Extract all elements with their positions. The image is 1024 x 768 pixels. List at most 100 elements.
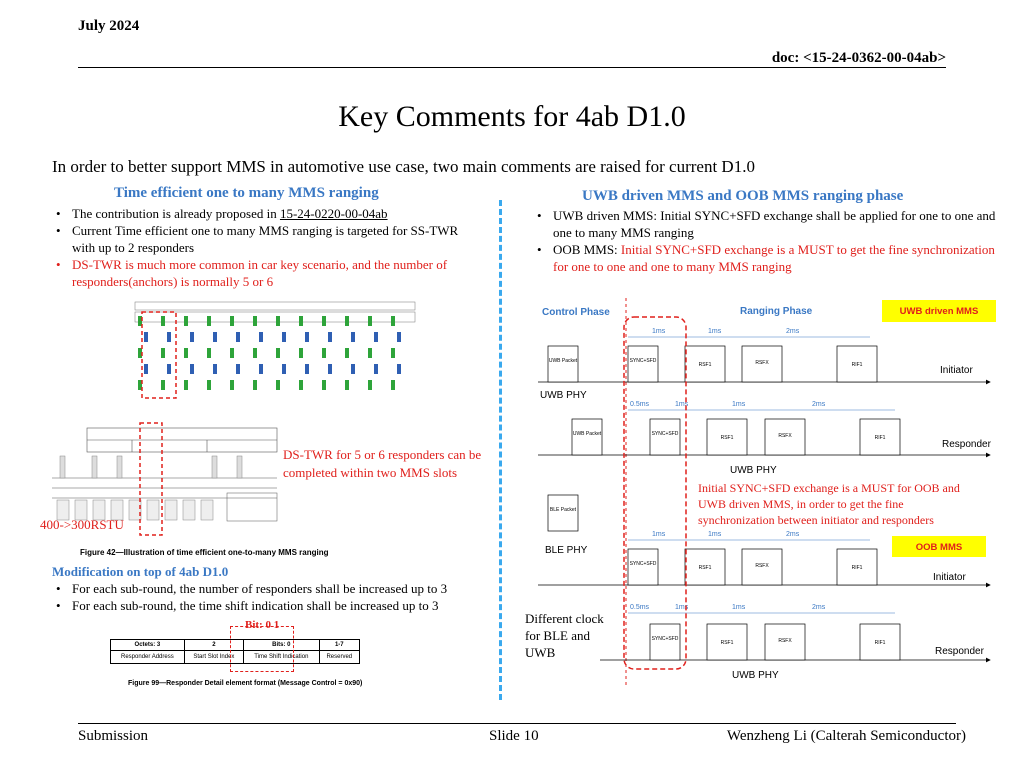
uwb-phy-label-3: UWB PHY xyxy=(732,670,779,681)
rstu-note: 400->300RSTU xyxy=(40,517,124,532)
svg-text:RIF1: RIF1 xyxy=(875,640,886,646)
slot-bar xyxy=(253,316,257,326)
grid-cell xyxy=(182,499,196,521)
slot-bar xyxy=(328,364,332,374)
slot-bar xyxy=(213,364,217,374)
slot-grid xyxy=(56,499,214,521)
contribution-link[interactable]: 15-24-0220-00-04ab xyxy=(279,206,388,221)
mms-slot-figure xyxy=(134,301,416,399)
slot-bar xyxy=(161,316,165,326)
slot-bar xyxy=(391,380,395,390)
slot-bar xyxy=(276,380,280,390)
ble-phy-label: BLE PHY xyxy=(545,545,588,556)
svg-text:RSFX: RSFX xyxy=(778,433,792,439)
oob-responder-row: 0.5ms 1ms 1ms 2ms SYNC+SFD RSF1 RSFX RIF… xyxy=(600,604,991,663)
slot-bar xyxy=(391,348,395,358)
mod-bullet-1: For each sub-round, the number of respon… xyxy=(52,580,492,597)
slot-bar xyxy=(305,332,309,342)
svg-text:RSF1: RSF1 xyxy=(699,565,712,571)
uwb-driven-responder-row: 0.5ms 1ms 1ms 2ms UWB Packet SYNC+SFD RS… xyxy=(538,401,992,458)
slot-bar xyxy=(161,380,165,390)
svg-text:SYNC+SFD: SYNC+SFD xyxy=(652,636,679,642)
slot-bar xyxy=(161,348,165,358)
ranging-round-figure xyxy=(52,422,278,536)
svg-text:1ms: 1ms xyxy=(708,531,722,538)
slot-bar xyxy=(236,364,240,374)
svg-text:2ms: 2ms xyxy=(812,604,826,611)
footer-slide-number: Slide 10 xyxy=(489,728,539,744)
svg-text:2ms: 2ms xyxy=(786,328,800,335)
slot-bar xyxy=(213,332,217,342)
slot-bar xyxy=(391,316,395,326)
slot-bar xyxy=(322,316,326,326)
slot-bar xyxy=(368,380,372,390)
slot-bar xyxy=(207,316,211,326)
slot-bar xyxy=(368,348,372,358)
slot-bar xyxy=(190,364,194,374)
svg-text:1ms: 1ms xyxy=(708,328,722,335)
slot-bar xyxy=(374,364,378,374)
initiator-label-2: Initiator xyxy=(933,572,966,583)
slot-bar xyxy=(253,348,257,358)
intro-text: In order to better support MMS in automo… xyxy=(52,157,755,176)
slot-bar xyxy=(374,332,378,342)
figure-99-caption: Figure 99—Responder Detail element forma… xyxy=(128,680,363,687)
uwb-driven-badge xyxy=(882,300,996,322)
svg-text:RSF1: RSF1 xyxy=(699,362,712,368)
svg-text:RSFX: RSFX xyxy=(778,638,792,644)
mod-bullet-2: For each sub-round, the time shift indic… xyxy=(52,597,492,614)
initiator-label: Initiator xyxy=(940,365,973,376)
period-header xyxy=(134,301,416,323)
svg-text:BLE Packet: BLE Packet xyxy=(550,507,577,513)
svg-text:2ms: 2ms xyxy=(786,531,800,538)
svg-text:RIF1: RIF1 xyxy=(875,435,886,441)
svg-text:RSFX: RSFX xyxy=(755,360,769,366)
oob-initiator-row: 1ms 1ms 2ms SYNC+SFD RSF1 RSFX RIF1 Init… xyxy=(538,531,991,588)
modification-heading: Modification on top of 4ab D1.0 xyxy=(52,564,229,579)
slot-bar xyxy=(259,364,263,374)
slot-bar xyxy=(345,348,349,358)
svg-text:UWB Packet: UWB Packet xyxy=(549,358,578,364)
column-divider xyxy=(499,200,502,700)
slot-bar xyxy=(253,380,257,390)
slot-bar xyxy=(207,380,211,390)
slot-bars xyxy=(138,316,401,390)
slot-bar xyxy=(144,364,148,374)
slot-bar xyxy=(144,332,148,342)
highlight-box xyxy=(141,311,177,399)
slot-bar xyxy=(299,348,303,358)
svg-text:0.5ms: 0.5ms xyxy=(630,604,650,611)
highlight-box-2 xyxy=(139,422,163,536)
slot-bar xyxy=(305,364,309,374)
svg-text:SYNC+SFD: SYNC+SFD xyxy=(652,431,679,437)
svg-text:UWB Packet: UWB Packet xyxy=(573,431,602,437)
svg-text:RSF1: RSF1 xyxy=(721,640,734,646)
grid-cell xyxy=(56,499,70,521)
control-phase-label: Control Phase xyxy=(542,307,610,318)
slot-bar xyxy=(184,380,188,390)
grid-cell xyxy=(146,499,160,521)
footer-submission: Submission xyxy=(78,728,149,744)
slot-bar xyxy=(282,364,286,374)
slot-bar xyxy=(236,332,240,342)
slot-bar xyxy=(299,380,303,390)
header-date: July 2024 xyxy=(78,18,140,34)
responder-label-2: Responder xyxy=(935,646,985,657)
svg-text:RIF1: RIF1 xyxy=(852,565,863,571)
right-bullets: UWB driven MMS: Initial SYNC+SFD exchang… xyxy=(533,207,1003,275)
svg-text:2ms: 2ms xyxy=(812,401,826,408)
slot-bar xyxy=(230,316,234,326)
grid-cell xyxy=(110,499,124,521)
slot-bar xyxy=(322,348,326,358)
slot-bar xyxy=(207,348,211,358)
slot-bar xyxy=(138,380,142,390)
slot-bar xyxy=(276,316,280,326)
uwb-phy-label-2: UWB PHY xyxy=(730,465,777,476)
svg-text:1ms: 1ms xyxy=(652,531,666,538)
slot-bar xyxy=(282,332,286,342)
responder-label: Responder xyxy=(942,439,992,450)
slot-bar xyxy=(167,332,171,342)
modification-bullets: For each sub-round, the number of respon… xyxy=(52,580,492,614)
svg-text:1ms: 1ms xyxy=(675,604,689,611)
svg-text:1ms: 1ms xyxy=(732,401,746,408)
